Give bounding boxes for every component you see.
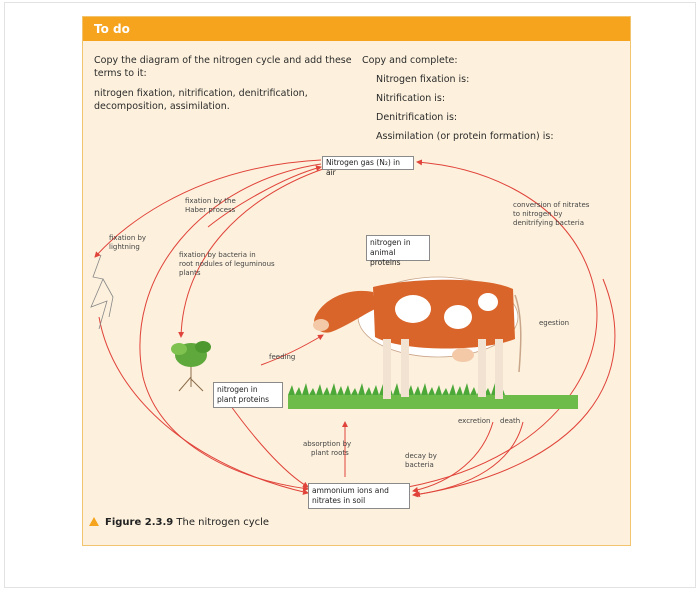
arrow-egestion-soil <box>414 278 616 498</box>
arrow-excretion <box>412 421 494 493</box>
todo-card: To do Copy the diagram of the nitrogen c… <box>82 16 631 546</box>
soil-box-line1: ammonium ions and <box>312 486 389 495</box>
arrow-lightning-top <box>94 159 322 258</box>
cycle-arrows <box>94 159 616 498</box>
plant-box-line2: plant proteins <box>217 395 270 404</box>
label-death: death <box>500 417 521 425</box>
nitrogen-gas-box: Nitrogen gas (N₂) in air <box>322 156 414 177</box>
plant-icon <box>171 341 211 392</box>
cow-icon <box>313 276 522 399</box>
animal-box-line1: nitrogen in <box>370 238 411 247</box>
arrow-lightning-soil <box>98 316 309 495</box>
plant-box-line1: nitrogen in <box>217 385 258 394</box>
label-egestion: egestion <box>539 319 570 327</box>
todo-header: To do <box>83 17 630 41</box>
figure-title: The nitrogen cycle <box>176 517 270 528</box>
grass-icon <box>288 383 578 409</box>
plant-proteins-box: nitrogen in plant proteins <box>213 382 283 408</box>
figure-number: Figure 2.3.9 <box>105 517 174 528</box>
arrow-plant-soil <box>227 401 309 488</box>
page-border <box>4 2 696 588</box>
label-excretion: excretion <box>458 417 491 425</box>
arrow-feeding <box>260 334 324 366</box>
lightning-icon <box>90 254 114 330</box>
task-left-line4: decomposition, assimilation. <box>94 101 230 112</box>
task-right-item-4: Assimilation (or protein formation) is: <box>376 131 554 142</box>
label-feeding: feeding <box>269 353 296 361</box>
arrow-root-nodules <box>178 168 324 338</box>
task-left-line3: nitrogen fixation, nitrification, denitr… <box>94 88 308 99</box>
task-right-item-1: Nitrogen fixation is: <box>376 74 470 85</box>
arrow-haber-label <box>207 165 322 228</box>
task-right-item-2: Nitrification is: <box>376 93 446 104</box>
task-right-title: Copy and complete: <box>362 55 458 66</box>
task-left-line2: terms to it: <box>94 68 147 79</box>
nitrogen-cycle-diagram <box>90 159 616 498</box>
soil-ions-box: ammonium ions and nitrates in soil <box>308 483 410 509</box>
animal-proteins-box: nitrogen in animal proteins <box>366 235 430 267</box>
animal-box-line2: animal proteins <box>370 248 401 267</box>
caption-triangle-icon <box>89 517 99 526</box>
soil-box-line2: nitrates in soil <box>312 496 366 505</box>
arrow-denitrify <box>407 159 598 488</box>
figure-caption: Figure 2.3.9 The nitrogen cycle <box>89 517 269 528</box>
arrow-death <box>412 421 524 498</box>
arrow-haber <box>139 163 322 492</box>
task-right-item-3: Denitrification is: <box>376 112 458 123</box>
task-left-line1: Copy the diagram of the nitrogen cycle a… <box>94 55 352 66</box>
